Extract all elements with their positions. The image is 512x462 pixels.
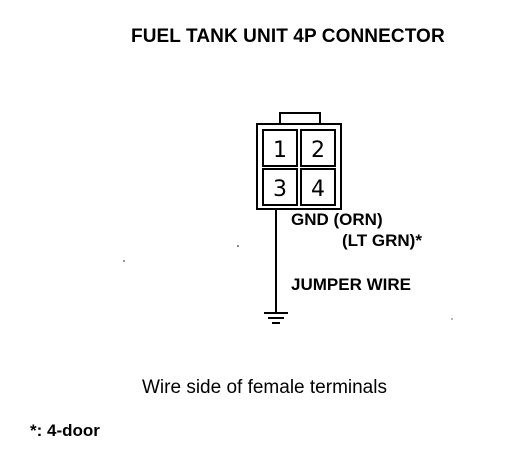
diagram-caption: Wire side of female terminals — [142, 377, 387, 398]
jumper-wire-label: JUMPER WIRE — [291, 275, 411, 294]
scan-speck — [237, 245, 239, 247]
footnote: *: 4-door — [30, 421, 100, 440]
pin-number-3: 3 — [273, 177, 287, 202]
scan-speck — [123, 260, 125, 262]
ground-icon — [264, 312, 288, 324]
pin-cell-1 — [262, 129, 298, 167]
pin-cell-3 — [262, 168, 298, 206]
scan-speck — [451, 318, 453, 320]
pin-cell-4 — [300, 168, 336, 206]
pin-cell-2 — [300, 129, 336, 167]
pin-number-1: 1 — [273, 138, 287, 163]
pin-number-4: 4 — [311, 177, 325, 202]
wire-label-gnd: GND (ORN) — [291, 210, 383, 229]
diagram-title: FUEL TANK UNIT 4P CONNECTOR — [131, 26, 445, 47]
wire-label-alt-color: (LT GRN)* — [342, 231, 422, 250]
pin-number-2: 2 — [311, 138, 325, 163]
